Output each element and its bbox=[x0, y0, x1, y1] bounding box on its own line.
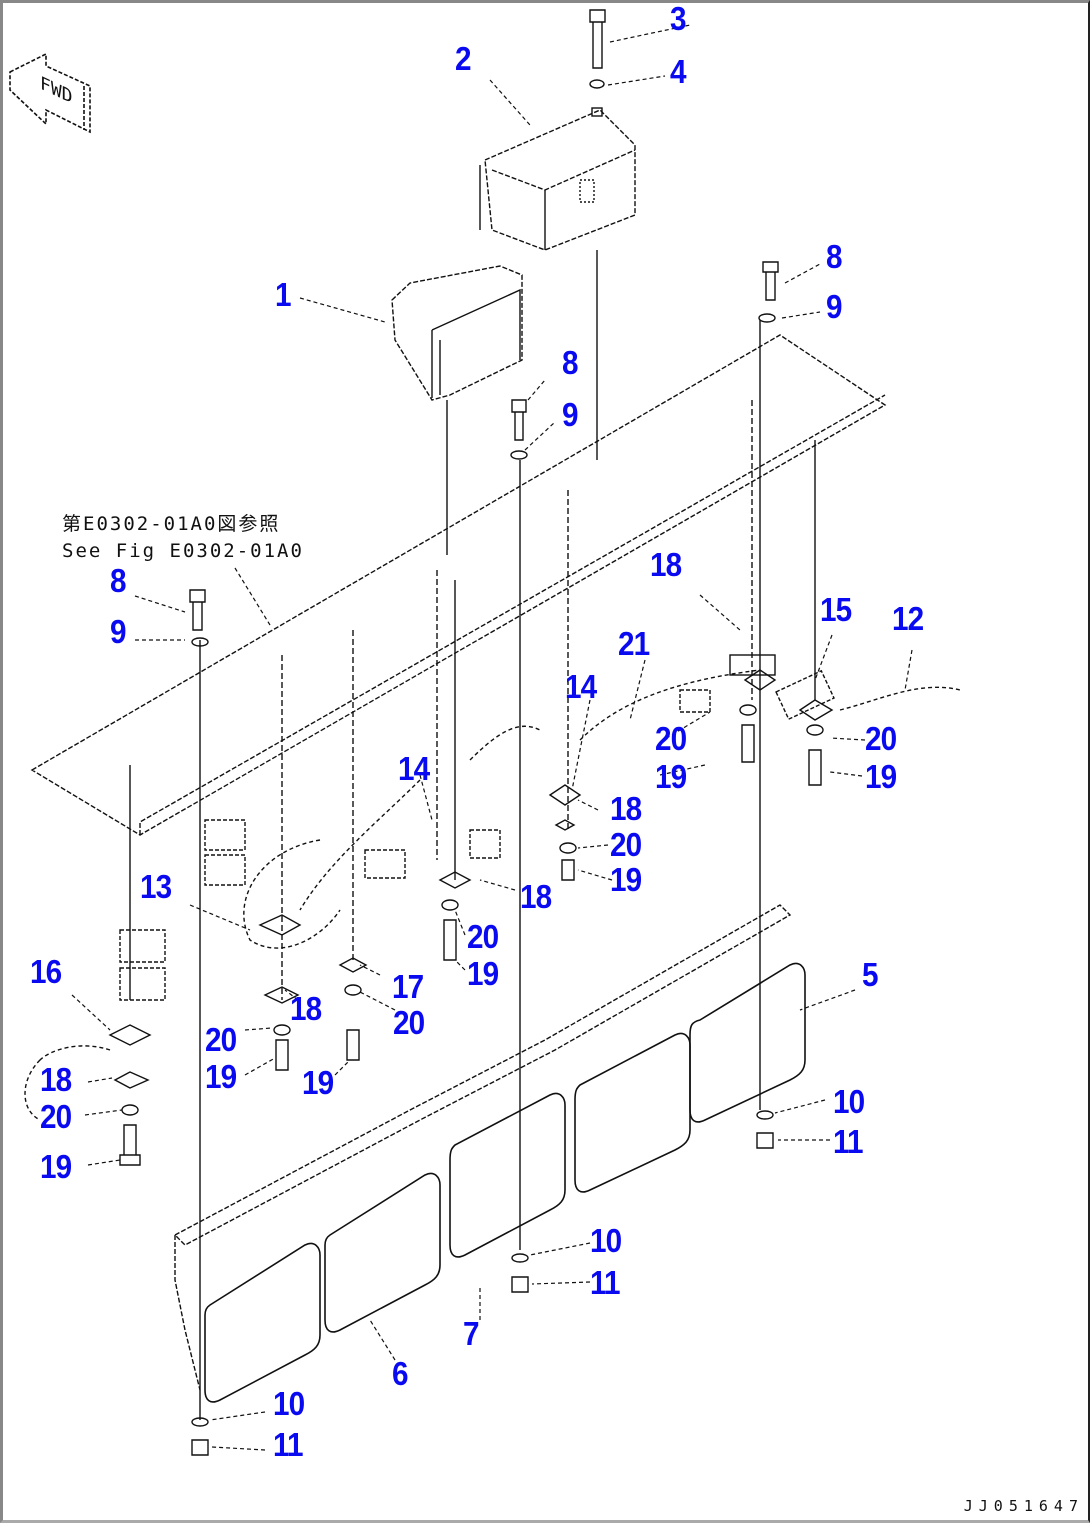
callout-c6: 6 bbox=[392, 1355, 409, 1392]
reference-note-ja: 第E0302-01A0図参照 bbox=[62, 513, 281, 535]
callout-c20d: 20 bbox=[467, 918, 499, 955]
part-1-lamp bbox=[391, 265, 523, 401]
callout-c3: 3 bbox=[670, 0, 687, 37]
callout-c19d: 19 bbox=[467, 955, 499, 992]
callout-c18d: 18 bbox=[290, 990, 322, 1027]
callout-c18e: 18 bbox=[40, 1061, 72, 1098]
callout-c9b: 9 bbox=[562, 396, 579, 433]
callout-c11b: 11 bbox=[590, 1264, 620, 1301]
callout-c20g: 20 bbox=[40, 1098, 72, 1135]
reference-note-en: See Fig E0302-01A0 bbox=[62, 540, 304, 562]
callout-c19f: 19 bbox=[302, 1064, 334, 1101]
callout-c7: 7 bbox=[463, 1315, 480, 1352]
assembly-axes bbox=[129, 320, 816, 1420]
callout-c1: 1 bbox=[275, 276, 292, 313]
callout-c18b: 18 bbox=[610, 790, 642, 827]
figure-id: JJ051647 bbox=[963, 1497, 1084, 1515]
leader-lines bbox=[71, 24, 913, 1451]
callout-c20a: 20 bbox=[655, 720, 687, 757]
nuts-11-washers-10 bbox=[191, 1110, 774, 1456]
callout-c10b: 10 bbox=[590, 1222, 622, 1259]
callout-c11a: 11 bbox=[833, 1123, 863, 1160]
callout-c19b: 19 bbox=[865, 758, 897, 795]
callout-c15: 15 bbox=[820, 591, 852, 628]
bolts-8-washers-9 bbox=[189, 261, 779, 647]
callout-c13: 13 bbox=[140, 868, 172, 905]
callout-c19e: 19 bbox=[205, 1058, 237, 1095]
wire-harness bbox=[24, 669, 961, 1121]
callout-c2: 2 bbox=[455, 40, 472, 77]
mounting-plate bbox=[30, 334, 887, 836]
callout-c20c: 20 bbox=[610, 826, 642, 863]
callout-c17: 17 bbox=[392, 968, 424, 1005]
callout-c5: 5 bbox=[862, 956, 879, 993]
callout-c8b: 8 bbox=[562, 344, 579, 381]
callout-c12: 12 bbox=[892, 600, 924, 637]
connectors-and-brackets bbox=[108, 654, 835, 1089]
callout-c9c: 9 bbox=[110, 613, 127, 650]
callout-c14b: 14 bbox=[398, 750, 430, 787]
callout-c20e: 20 bbox=[393, 1004, 425, 1041]
lamp-frames bbox=[204, 962, 806, 1403]
callout-c8a: 8 bbox=[826, 238, 843, 275]
callout-c20b: 20 bbox=[865, 720, 897, 757]
callout-c16: 16 bbox=[30, 953, 62, 990]
callout-c19a: 19 bbox=[655, 758, 687, 795]
callout-c10c: 10 bbox=[273, 1385, 305, 1422]
part-2-lamp bbox=[479, 109, 636, 251]
callout-c8c: 8 bbox=[110, 562, 127, 599]
callout-c18c: 18 bbox=[520, 878, 552, 915]
callout-c19g: 19 bbox=[40, 1148, 72, 1185]
callout-c18a: 18 bbox=[650, 546, 682, 583]
callout-c10a: 10 bbox=[833, 1083, 865, 1120]
bolts-19-washers-20 bbox=[119, 704, 824, 1166]
callout-c21: 21 bbox=[618, 625, 650, 662]
callout-c9a: 9 bbox=[826, 288, 843, 325]
callout-c19c: 19 bbox=[610, 861, 642, 898]
part-4-washer bbox=[589, 79, 605, 89]
callout-c20f: 20 bbox=[205, 1021, 237, 1058]
callout-c4: 4 bbox=[670, 53, 687, 90]
callout-c11c: 11 bbox=[273, 1426, 303, 1463]
part-3-bolt bbox=[589, 9, 606, 69]
callout-c14a: 14 bbox=[565, 668, 597, 705]
lamp-housing bbox=[173, 904, 792, 1391]
forward-arrow-icon bbox=[9, 52, 91, 134]
